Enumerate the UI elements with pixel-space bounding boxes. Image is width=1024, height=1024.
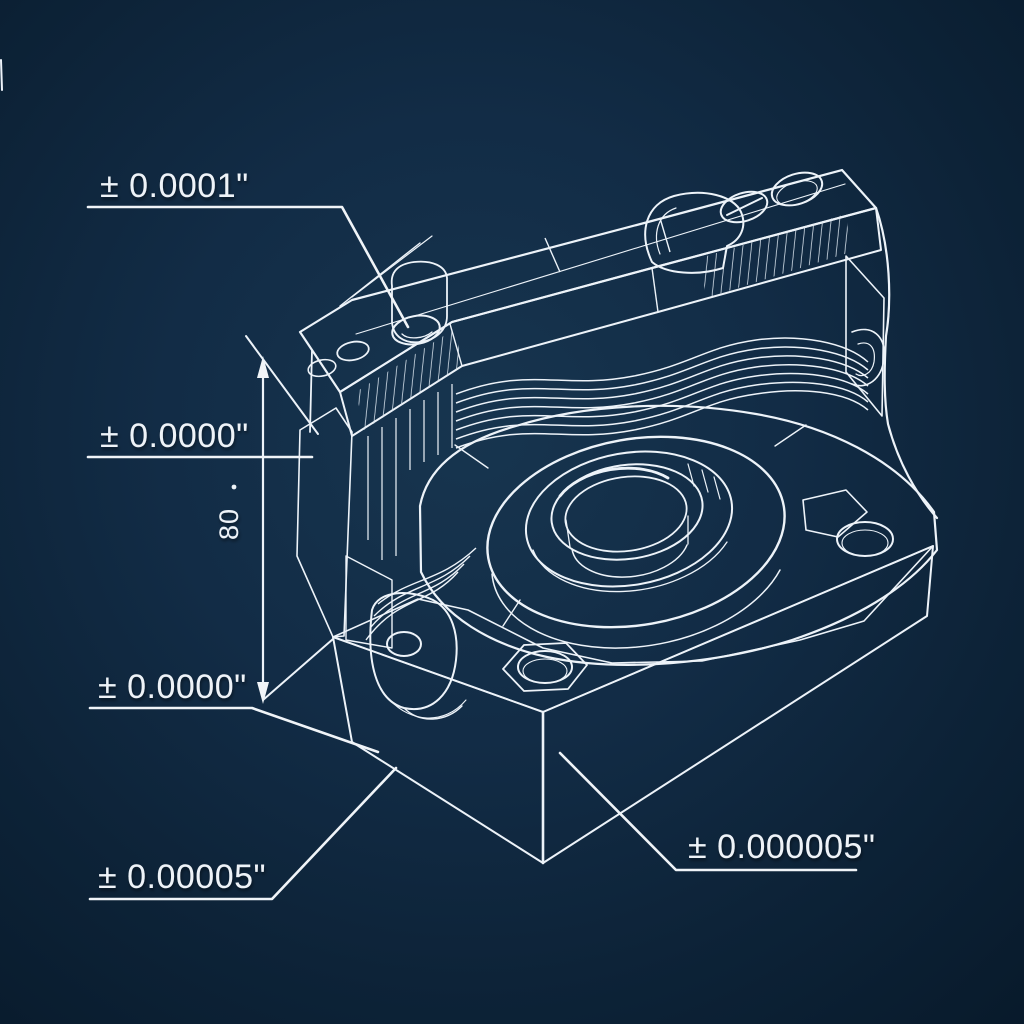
dimension-arrow-down bbox=[257, 682, 269, 704]
datum-hole bbox=[391, 314, 441, 346]
top-plate bbox=[298, 168, 882, 437]
plate-front-hatch-right bbox=[700, 214, 851, 298]
screw-hole-slotted bbox=[719, 190, 769, 224]
wavy-flow-lines bbox=[455, 337, 869, 449]
bolt-hole-right bbox=[836, 521, 894, 557]
right-ear-curve-inner bbox=[855, 342, 875, 377]
datum-hole-swirl bbox=[401, 331, 433, 339]
tolerance-label-lower-left: ± 0.0000" bbox=[98, 668, 247, 706]
plain-hole-depth bbox=[776, 180, 818, 206]
base-left-face-hatched bbox=[332, 636, 544, 864]
flange-seam-2 bbox=[774, 424, 807, 447]
leader-lines bbox=[86, 205, 858, 901]
bore-inner bbox=[564, 475, 688, 553]
tolerance-label-bottom-left: ± 0.00005" bbox=[98, 858, 266, 896]
plate-chamfer-line bbox=[355, 183, 846, 335]
boss-foot-curve-1 bbox=[403, 705, 463, 720]
dimension-arrow-up bbox=[257, 356, 269, 378]
dimension-tick-dot bbox=[231, 484, 237, 490]
counterbore-rim bbox=[524, 450, 734, 588]
annotation-texts: ± 0.0001" ± 0.0000" ± 0.0000" ± 0.00005"… bbox=[98, 167, 876, 896]
tolerance-label-top-left: ± 0.0001" bbox=[100, 167, 249, 205]
boss-outer-wall bbox=[491, 569, 781, 649]
right-vert-hatch-band bbox=[845, 255, 885, 417]
tolerance-label-bottom-right: ± 0.000005" bbox=[688, 828, 876, 866]
leader-tol-bottom-left bbox=[88, 766, 398, 901]
flange-face-hatched bbox=[418, 404, 939, 666]
plate-left-edge bbox=[309, 349, 313, 433]
bolt-hole-front-depth bbox=[522, 658, 568, 684]
left-end-hole-1 bbox=[336, 340, 370, 362]
step-lines bbox=[367, 384, 453, 560]
base-right-face-hatched bbox=[542, 545, 934, 864]
part-drawing bbox=[296, 168, 939, 865]
bore-lip-highlight bbox=[558, 466, 670, 498]
top-boss bbox=[644, 191, 745, 274]
mid-section bbox=[296, 206, 939, 649]
flange-seam-1 bbox=[454, 444, 489, 469]
boss-outer-rim bbox=[486, 435, 786, 629]
hex-pocket bbox=[502, 642, 588, 692]
height-dimension-value: 80 bbox=[214, 508, 244, 540]
annotations: ± 0.0001" ± 0.0000" ± 0.0000" ± 0.00005"… bbox=[0, 59, 876, 901]
plate-seams bbox=[449, 217, 671, 367]
height-dimension-lines bbox=[231, 335, 334, 704]
leader-tol-top-left bbox=[86, 205, 410, 329]
left-contour-curves bbox=[365, 547, 477, 641]
screw-slot-line bbox=[726, 197, 763, 216]
left-steep-hatch-band bbox=[296, 407, 353, 638]
flange-and-bore bbox=[418, 404, 939, 666]
bolt-hole-right-depth bbox=[841, 529, 889, 557]
base-block bbox=[332, 489, 934, 865]
base-top-floor bbox=[332, 545, 934, 713]
plate-top-face bbox=[298, 168, 878, 394]
right-silhouette bbox=[874, 206, 939, 520]
bore-bottom bbox=[571, 544, 688, 578]
extension-line-bottom bbox=[262, 638, 334, 701]
plate-front-hatch-left bbox=[356, 328, 462, 430]
rim-tick-3 bbox=[713, 476, 721, 500]
bore-wall-left bbox=[565, 519, 571, 548]
tolerance-label-mid-left: ± 0.0000" bbox=[100, 417, 249, 455]
right-ear-curve-outer bbox=[851, 328, 885, 387]
left-vert-hatch-band bbox=[345, 555, 393, 649]
edge-artifact-line bbox=[0, 59, 3, 91]
round-boss bbox=[369, 592, 458, 711]
boss-bore bbox=[386, 631, 422, 657]
left-pad bbox=[390, 260, 448, 344]
back-step-line-2 bbox=[351, 235, 433, 298]
pad-notch bbox=[802, 489, 868, 538]
rim-tick-2 bbox=[701, 469, 709, 493]
left-end-hole-2 bbox=[307, 358, 337, 378]
boss-foot-curve-2 bbox=[389, 699, 467, 719]
rim-tick-1 bbox=[687, 463, 695, 487]
leader-tol-bottom-right bbox=[558, 751, 858, 872]
top-boss-inner-arc bbox=[655, 207, 677, 255]
extension-line-top bbox=[245, 335, 319, 435]
counterbore-wall bbox=[532, 541, 728, 593]
leader-tol-lower-left bbox=[88, 706, 380, 754]
bore-rim bbox=[550, 463, 704, 561]
